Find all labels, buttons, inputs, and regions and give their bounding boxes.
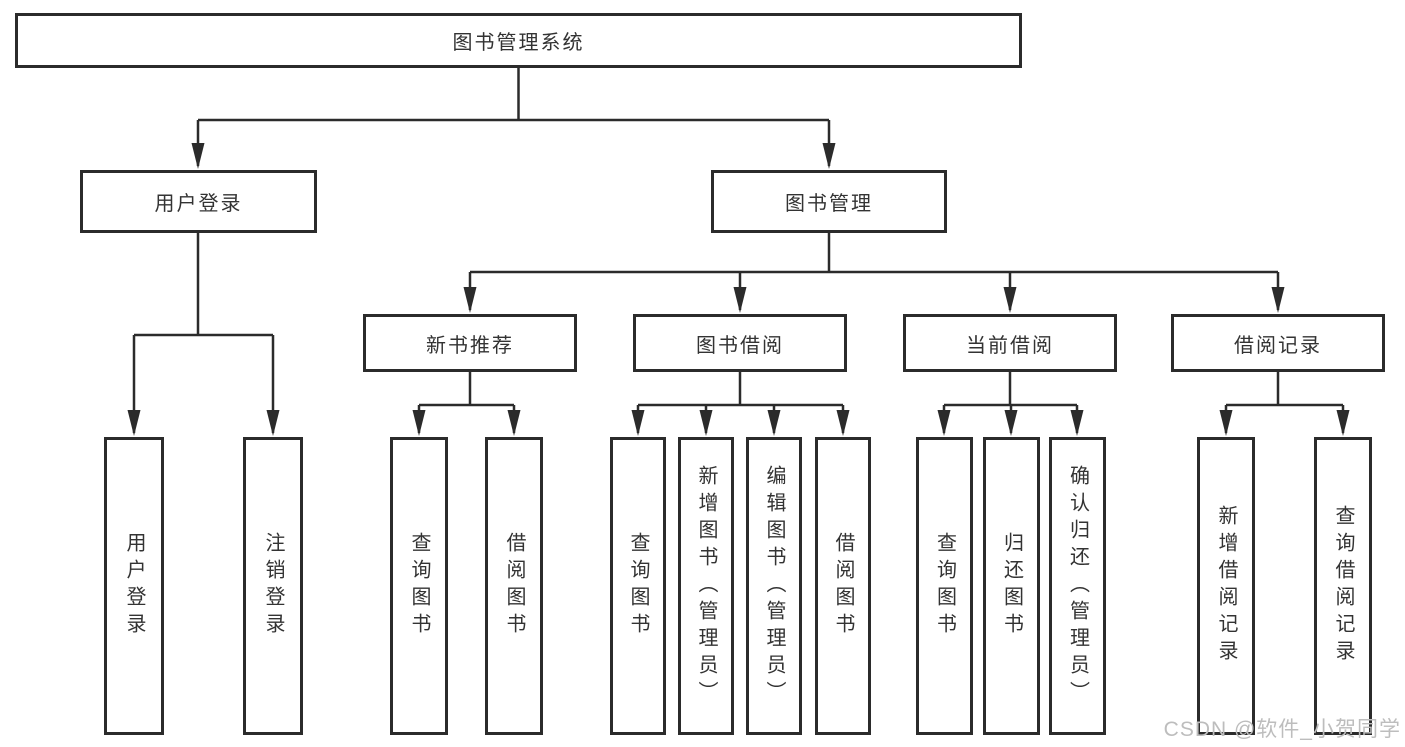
node-label: 编辑图书（管理员） xyxy=(763,464,785,708)
node-book-borrowing: 图书借阅 xyxy=(633,314,847,372)
node-current-borrowing: 当前借阅 xyxy=(903,314,1117,372)
node-label: 用户登录 xyxy=(154,193,243,215)
node-label: 新增图书（管理员） xyxy=(695,464,717,708)
node-label: 查询借阅记录 xyxy=(1332,505,1354,667)
node-label: 借阅图书 xyxy=(503,532,525,640)
node-label: 注销登录 xyxy=(262,532,284,640)
node-label: 图书管理系统 xyxy=(452,32,585,54)
node-label: 用户登录 xyxy=(123,532,145,640)
leaf-return-books: 归还图书 xyxy=(983,437,1040,735)
leaf-query-borrow-record: 查询借阅记录 xyxy=(1314,437,1372,735)
leaf-confirm-return-admin: 确认归还（管理员） xyxy=(1049,437,1106,735)
node-book-management: 图书管理 xyxy=(711,170,947,233)
node-borrowing-records: 借阅记录 xyxy=(1171,314,1385,372)
node-library-management-system: 图书管理系统 xyxy=(15,13,1022,68)
leaf-borrow-books-borrowing: 借阅图书 xyxy=(815,437,871,735)
leaf-query-books-recommend: 查询图书 xyxy=(390,437,448,735)
leaf-borrow-books-recommend: 借阅图书 xyxy=(485,437,543,735)
node-label: 借阅图书 xyxy=(832,532,854,640)
node-label: 图书管理 xyxy=(785,193,873,215)
node-label: 查询图书 xyxy=(408,532,430,640)
node-label: 归还图书 xyxy=(1000,532,1023,640)
node-label: 确认归还（管理员） xyxy=(1066,464,1089,708)
leaf-add-book-admin: 新增图书（管理员） xyxy=(678,437,734,735)
leaf-user-login: 用户登录 xyxy=(104,437,164,735)
node-user-login: 用户登录 xyxy=(80,170,317,233)
node-new-book-recommend: 新书推荐 xyxy=(363,314,577,372)
node-label: 查询图书 xyxy=(933,532,956,640)
leaf-edit-book-admin: 编辑图书（管理员） xyxy=(746,437,802,735)
node-label: 新书推荐 xyxy=(426,334,514,357)
leaf-add-borrow-record: 新增借阅记录 xyxy=(1197,437,1255,735)
node-label: 借阅记录 xyxy=(1234,334,1322,357)
leaf-query-books-borrowing: 查询图书 xyxy=(610,437,666,735)
leaf-query-books-current: 查询图书 xyxy=(916,437,973,735)
csdn-watermark: CSDN @软件_小贺同学 xyxy=(1163,718,1401,741)
node-label: 查询图书 xyxy=(627,532,649,640)
leaf-logout: 注销登录 xyxy=(243,437,303,735)
node-label: 图书借阅 xyxy=(696,334,784,357)
node-label: 新增借阅记录 xyxy=(1215,505,1237,667)
node-label: 当前借阅 xyxy=(966,334,1054,357)
